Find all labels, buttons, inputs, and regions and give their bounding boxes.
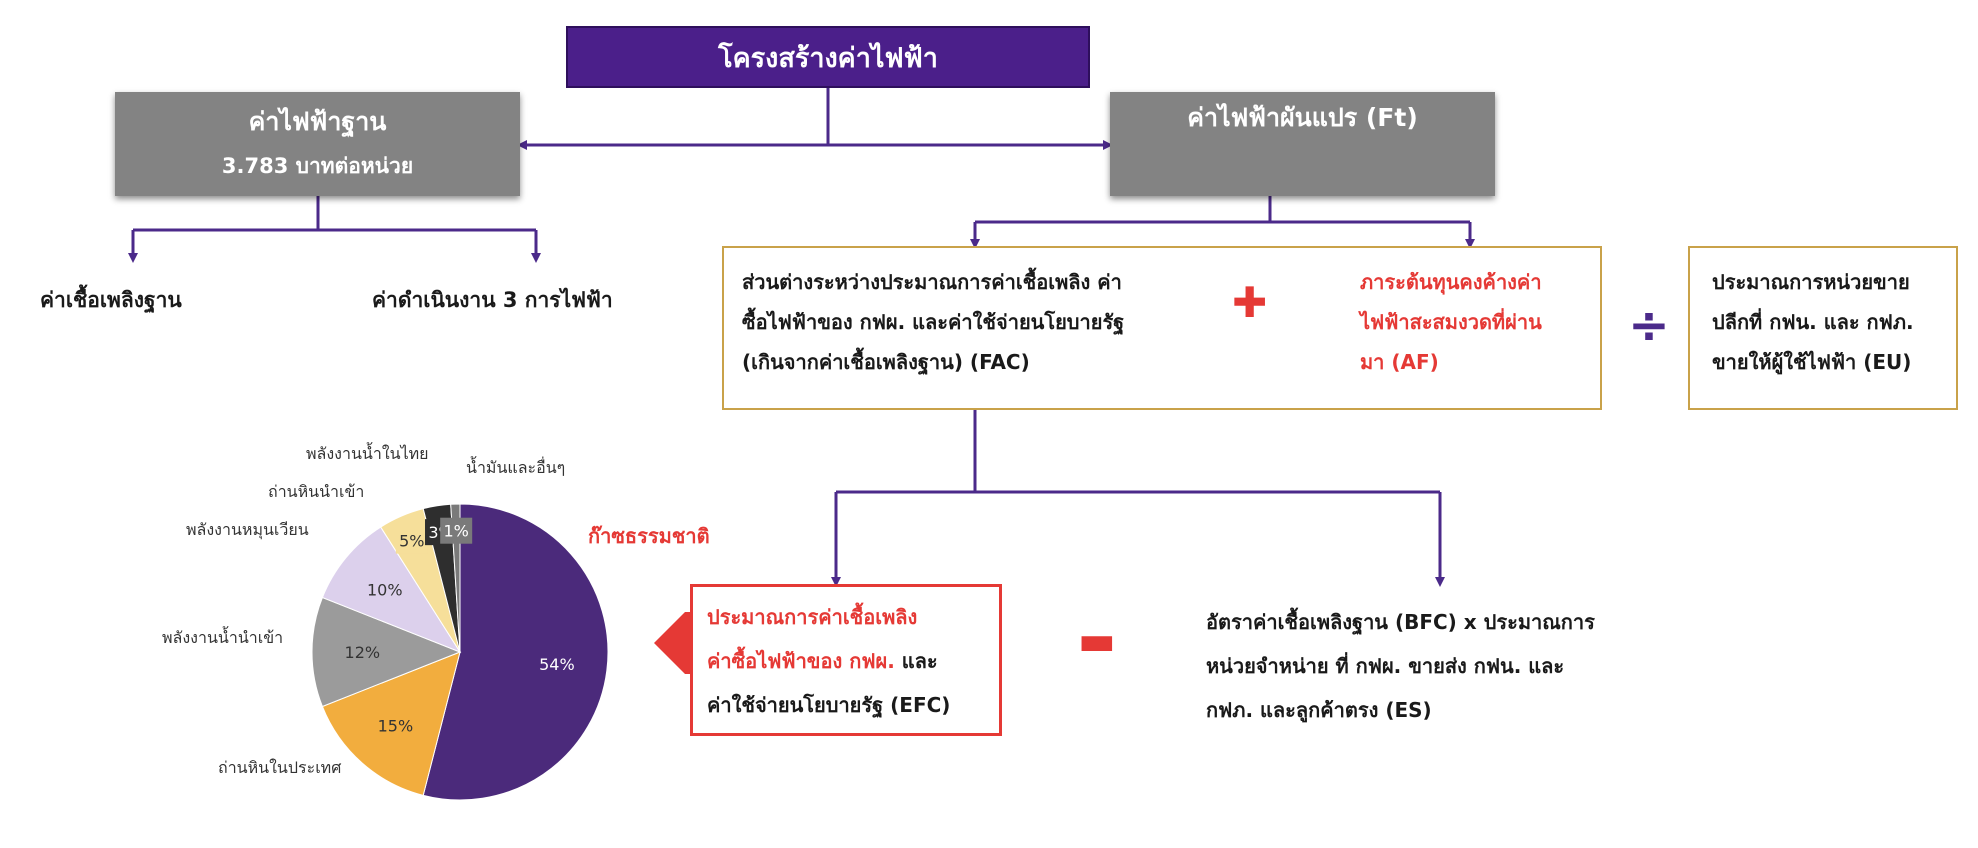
- ft-box: ค่าไฟฟ้าผันแปร (Ft): [1110, 92, 1495, 196]
- fac-text: ส่วนต่างระหว่างประมาณการค่าเชื้อเพลิง ค่…: [742, 262, 1262, 382]
- base-operation-label: ค่าดำเนินงาน 3 การไฟฟ้า: [372, 288, 613, 312]
- ft-title: ค่าไฟฟ้าผันแปร (Ft): [1187, 103, 1418, 132]
- fac-af-box: ส่วนต่างระหว่างประมาณการค่าเชื้อเพลิง ค่…: [722, 246, 1602, 410]
- fac-line: (เกินจากค่าเชื้อเพลิงฐาน) (FAC): [742, 350, 1030, 374]
- eu-line: ประมาณการหน่วยขาย: [1712, 270, 1910, 294]
- divide-icon: ÷: [1628, 296, 1670, 354]
- pie-label-natural-gas: ก๊าซธรรมชาติ: [588, 524, 710, 548]
- pie-value-label: 1%: [443, 522, 468, 541]
- plus-icon: ✚: [1232, 278, 1268, 327]
- af-line: มา (AF): [1360, 350, 1439, 374]
- pie-slice: [321, 526, 462, 654]
- pie-slice: [422, 503, 609, 801]
- eu-line: ขายให้ผู้ใช้ไฟฟ้า (EU): [1712, 350, 1912, 374]
- pie-label-domestic-coal: ถ่านหินในประเทศ: [218, 758, 342, 777]
- efc-line: ประมาณการค่าเชื้อเพลิง: [707, 605, 918, 629]
- efc-line: ค่าซื้อไฟฟ้าของ กฟผ.: [707, 649, 895, 673]
- fac-line: ส่วนต่างระหว่างประมาณการค่าเชื้อเพลิง ค่…: [742, 270, 1122, 294]
- base-fuel-label: ค่าเชื้อเพลิงฐาน: [40, 288, 182, 312]
- eu-text: ประมาณการหน่วยขาย ปลีกที่ กฟน. และ กฟภ. …: [1712, 262, 1948, 382]
- efc-line: และ: [894, 649, 938, 673]
- pie-value-label: 12%: [345, 643, 381, 662]
- fac-line: ซื้อไฟฟ้าของ กฟผ. และค่าใช้จ่ายนโยบายรัฐ: [742, 310, 1125, 334]
- minus-icon: ▬: [1078, 618, 1116, 664]
- af-text: ภาระต้นทุนคงค้างค่า ไฟฟ้าสะสมงวดที่ผ่าน …: [1360, 262, 1590, 382]
- red-arrow-icon: [654, 612, 690, 674]
- af-line: ภาระต้นทุนคงค้างค่า: [1360, 270, 1542, 294]
- base-tariff-title: ค่าไฟฟ้าฐาน: [248, 107, 387, 136]
- pie-label-oil-other: น้ำมันและอื่นๆ: [466, 458, 566, 477]
- efc-box: ประมาณการค่าเชื้อเพลิง ค่าซื้อไฟฟ้าของ ก…: [690, 584, 1002, 736]
- es-line: กฟภ. และลูกค้าตรง (ES): [1206, 698, 1432, 722]
- efc-text: ประมาณการค่าเชื้อเพลิง ค่าซื้อไฟฟ้าของ ก…: [707, 595, 997, 727]
- es-line: หน่วยจำหน่าย ที่ กฟผ. ขายส่ง กฟน. และ: [1206, 654, 1565, 678]
- pie-value-label: 54%: [539, 655, 575, 674]
- pie-label-imported-hydro: พลังงานน้ำนำเข้า: [162, 628, 284, 647]
- pie-value-label: 15%: [378, 716, 414, 735]
- pie-value-label-bg: [440, 517, 473, 544]
- pie-value-label: 10%: [367, 581, 403, 600]
- pie-slice: [321, 651, 461, 796]
- pie-value-label-bg: [395, 527, 428, 554]
- base-tariff-box: ค่าไฟฟ้าฐาน 3.783 บาทต่อหน่วย: [115, 92, 520, 196]
- af-line: ไฟฟ้าสะสมงวดที่ผ่าน: [1360, 310, 1542, 334]
- eu-box: ประมาณการหน่วยขาย ปลีกที่ กฟน. และ กฟภ. …: [1688, 246, 1958, 410]
- pie-label-thai-hydro: พลังงานน้ำในไทย: [306, 444, 429, 463]
- es-line: อัตราค่าเชื้อเพลิงฐาน (BFC) x ประมาณการ: [1206, 610, 1595, 634]
- base-tariff-value: 3.783 บาทต่อหน่วย: [221, 154, 414, 178]
- page-title: โครงสร้างค่าไฟฟ้า: [566, 26, 1090, 88]
- pie-slice: [311, 596, 462, 708]
- efc-line: ค่าใช้จ่ายนโยบายรัฐ (EFC): [707, 693, 951, 717]
- pie-label-renewable: พลังงานหมุนเวียน: [186, 520, 309, 539]
- eu-line: ปลีกที่ กฟน. และ กฟภ.: [1712, 310, 1914, 334]
- pie-value-label: 5%: [399, 532, 424, 551]
- es-text: อัตราค่าเชื้อเพลิงฐาน (BFC) x ประมาณการ …: [1206, 600, 1676, 732]
- pie-label-imported-coal: ถ่านหินนำเข้า: [268, 482, 365, 501]
